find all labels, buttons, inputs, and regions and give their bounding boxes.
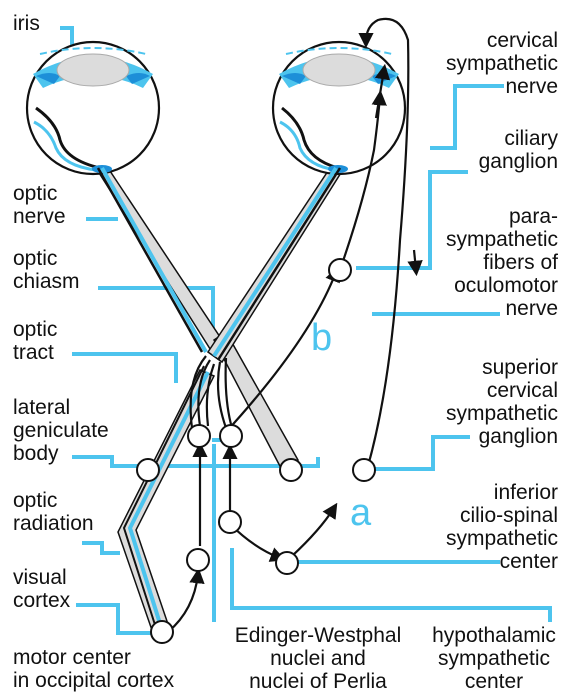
occipital-motor-node <box>151 621 173 643</box>
pretectal-nucleus-right <box>220 425 242 447</box>
motor-center-to-midbrain <box>168 574 198 632</box>
leader-cervical-nerve <box>430 86 504 148</box>
superior-cervical-ganglion-node <box>353 459 375 481</box>
parasym-pathway <box>226 272 336 432</box>
pretectal-nucleus-left <box>188 425 210 447</box>
left-eye <box>27 42 159 174</box>
ciliospinal-center-node <box>276 552 298 574</box>
lateral-geniculate-nucleus-right <box>280 459 302 481</box>
leader-optic-radiation <box>82 543 120 553</box>
leader-superior-ganglion <box>372 437 470 469</box>
lateral-geniculate-nucleus <box>137 459 159 481</box>
ciliospinal-to-superior <box>292 508 334 556</box>
right-eye <box>273 42 405 174</box>
midbrain-relay-node <box>187 549 209 571</box>
hypothalamic-center-node <box>219 511 241 533</box>
ciliary-ganglion-node <box>329 259 351 281</box>
leader-optic-tract <box>72 354 176 383</box>
leader-ciliary-ganglion <box>356 172 468 268</box>
